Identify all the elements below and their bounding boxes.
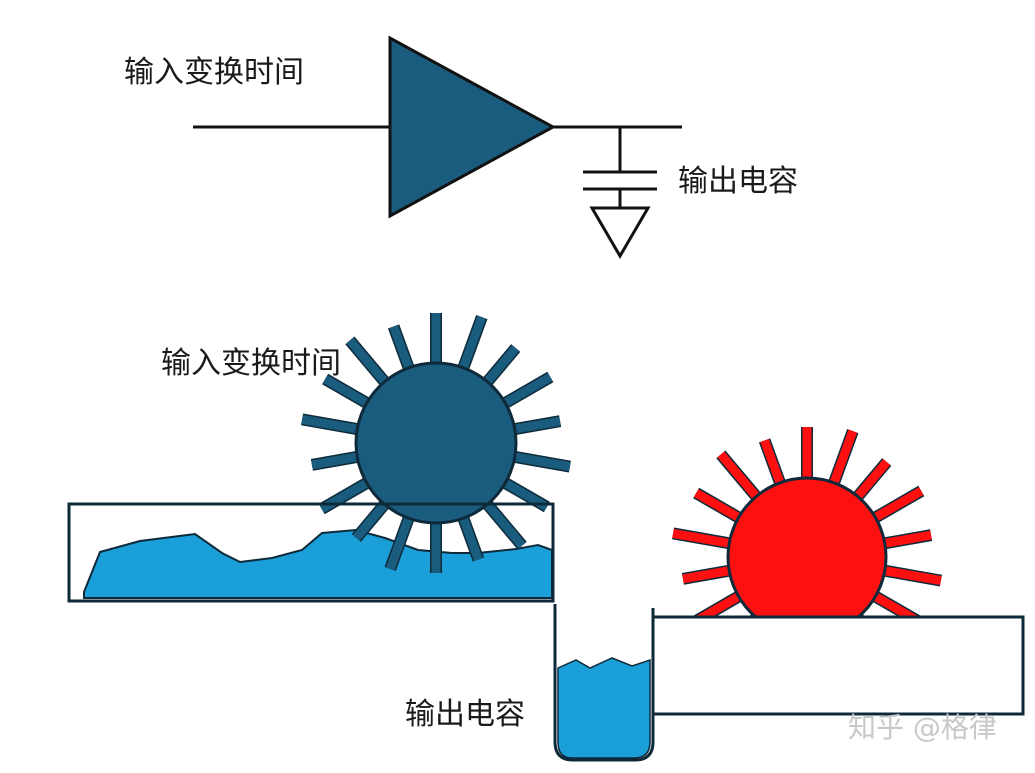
water-analogy [67,313,1025,762]
bottom-output-capacitance-label: 输出电容 [405,697,525,732]
sun-ray [346,337,390,387]
sun-ray [301,414,360,434]
sun-ray [482,499,526,549]
top-input-transition-label: 输入变换时间 [124,55,304,90]
sun-ray [458,514,483,562]
sun-ray [682,565,732,584]
left-tank [67,502,555,603]
sun-ray [389,324,414,372]
blue-sun [301,313,571,573]
sun-ray [322,375,371,408]
sun-ray [882,565,942,586]
sun-disc [726,476,888,638]
sun-ray [717,451,761,501]
right-tank [651,615,1025,716]
ground-symbol [589,206,651,259]
buffer-triangle [388,35,557,219]
sun-ray [672,528,732,549]
sun-ray [311,452,360,470]
sun-ray [760,438,785,487]
sun-ray [512,452,571,472]
sun-ray [482,345,520,387]
bottom-input-transition-label: 输入变换时间 [161,346,341,381]
sun-ray [871,487,924,523]
left-tank-water [83,528,553,599]
sun-ray [882,530,932,549]
sun-ray [352,499,390,541]
top-output-capacitance-label: 输出电容 [678,164,798,199]
sun-ray [829,429,858,487]
capacitor-cup-water [557,657,651,759]
sun-ray [501,373,553,408]
sun-ray [853,459,891,501]
sun-ray [385,514,414,571]
sun-disc [354,361,518,525]
watermark: 知乎 @格律 [848,711,997,744]
buffer-schematic [193,35,682,259]
capacitor-cup [553,604,655,762]
sun-ray [512,416,561,434]
sun-ray [458,315,487,372]
sun-ray [693,489,743,523]
